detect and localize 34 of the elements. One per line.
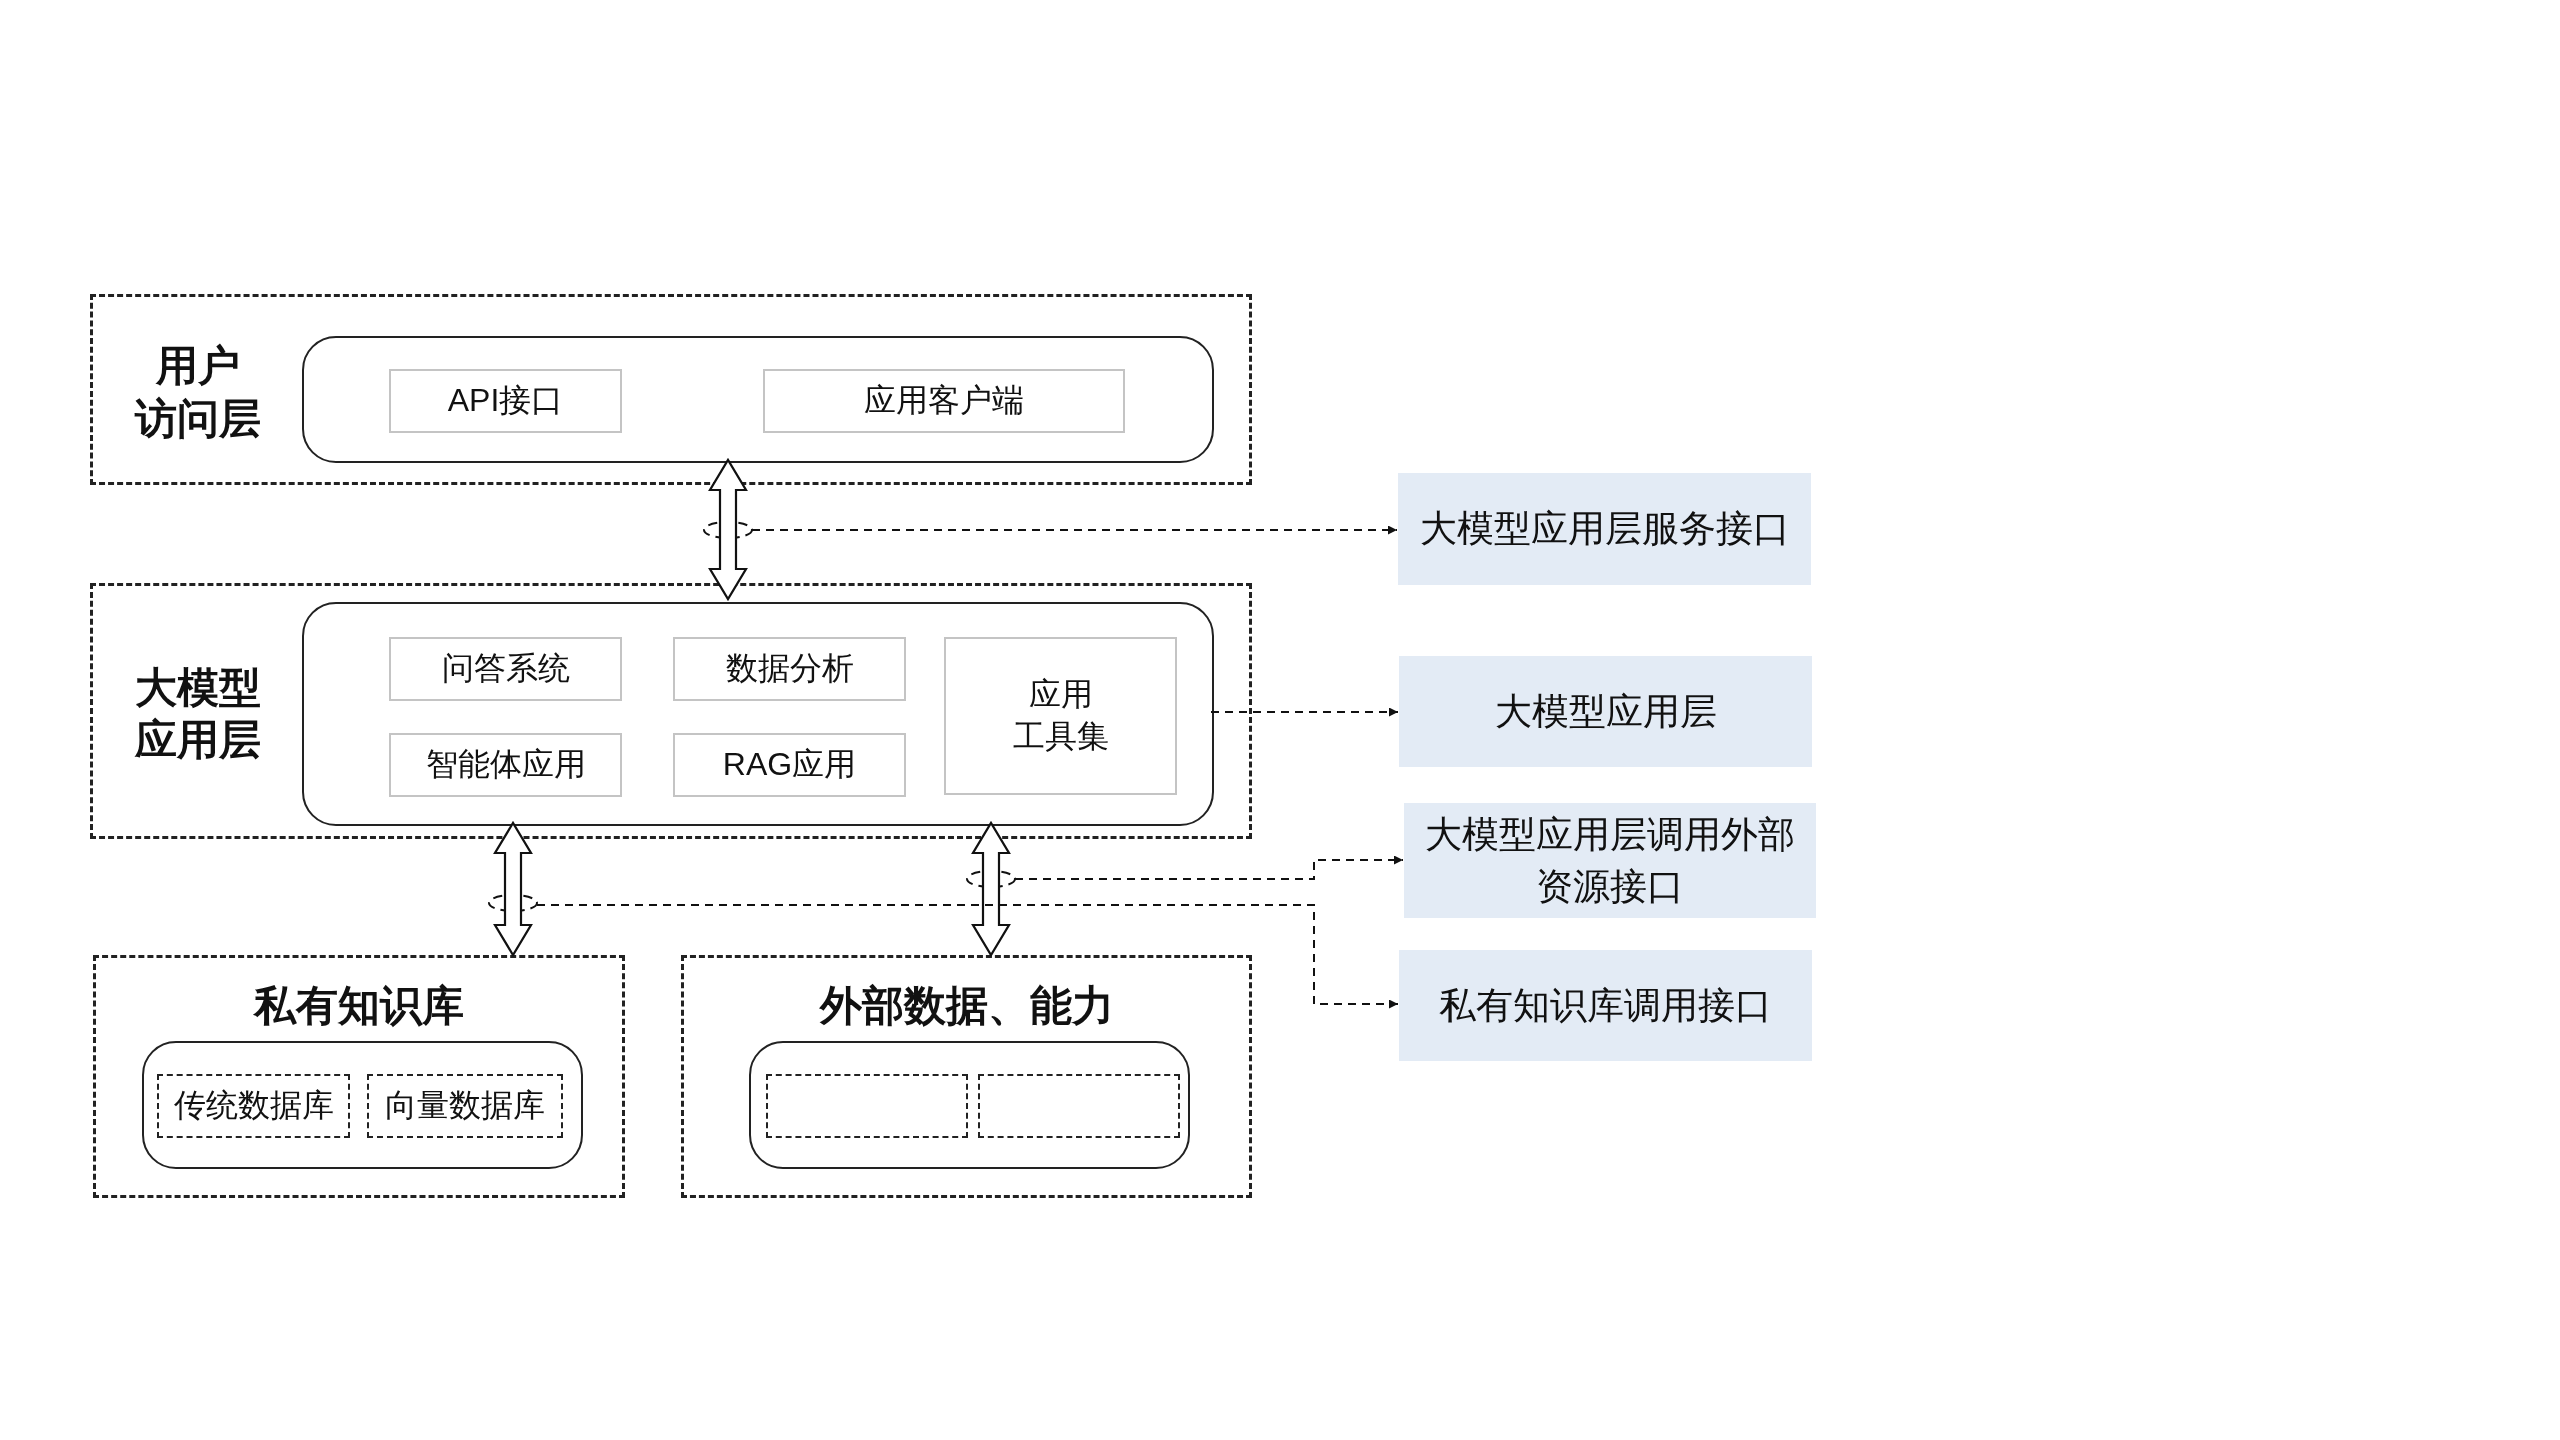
interface-box: 大模型应用层调用外部资源接口 bbox=[1404, 803, 1816, 918]
interface-box: 大模型应用层服务接口 bbox=[1398, 473, 1811, 585]
interface-box: 大模型应用层 bbox=[1399, 656, 1812, 767]
layer-box bbox=[90, 294, 1252, 485]
arrow bbox=[1014, 855, 1404, 880]
rounded-panel bbox=[302, 602, 1214, 826]
module-box: 应用工具集 bbox=[944, 637, 1177, 795]
arrow bbox=[1210, 707, 1399, 717]
module-box: API接口 bbox=[389, 369, 622, 433]
module-box: 应用客户端 bbox=[763, 369, 1125, 433]
module-box: 问答系统 bbox=[389, 637, 622, 701]
module-box: 传统数据库 bbox=[157, 1074, 350, 1138]
layer-box bbox=[681, 955, 1252, 1198]
module-box: RAG应用 bbox=[673, 733, 906, 797]
module-box bbox=[766, 1074, 968, 1138]
double-arrow bbox=[493, 820, 533, 958]
arrow bbox=[536, 904, 1399, 1009]
layer-heading: 外部数据、能力 bbox=[818, 981, 1115, 1031]
layer-box bbox=[90, 583, 1252, 839]
rounded-panel bbox=[749, 1041, 1190, 1169]
module-box: 智能体应用 bbox=[389, 733, 622, 797]
layer-heading: 大模型应用层 bbox=[134, 662, 261, 765]
module-box: 向量数据库 bbox=[367, 1074, 563, 1138]
rounded-panel bbox=[302, 336, 1214, 463]
module-box bbox=[978, 1074, 1180, 1138]
arrow bbox=[751, 525, 1398, 535]
layer-heading: 用户访问层 bbox=[134, 341, 261, 444]
double-arrow bbox=[971, 820, 1011, 958]
interface-box: 私有知识库调用接口 bbox=[1399, 950, 1812, 1061]
rounded-panel bbox=[142, 1041, 583, 1169]
double-arrow bbox=[708, 457, 748, 602]
module-box: 数据分析 bbox=[673, 637, 906, 701]
layer-heading: 私有知识库 bbox=[252, 981, 465, 1031]
layer-box bbox=[93, 955, 625, 1198]
